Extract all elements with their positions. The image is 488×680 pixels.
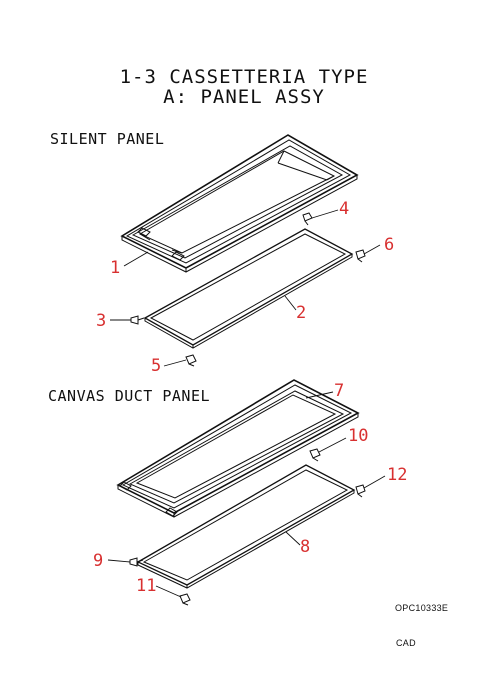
section-canvas-duct-panel: CANVAS DUCT PANEL [48, 387, 211, 405]
clip-11-icon [180, 594, 190, 605]
clip-6-icon [356, 250, 365, 262]
clip-12-icon [356, 485, 365, 497]
clip-3-icon [131, 316, 144, 324]
title-line-1: 1-3 CASSETTERIA TYPE [119, 66, 369, 88]
callout-5: 5 [151, 356, 162, 376]
callout-4: 4 [339, 199, 350, 219]
callout-2: 2 [296, 303, 307, 323]
callout-12: 12 [387, 465, 408, 485]
clip-4-icon [303, 213, 312, 225]
title-line-2: A: PANEL ASSY [163, 86, 325, 108]
cad-label: CAD [396, 638, 416, 648]
section-silent-panel: SILENT PANEL [50, 130, 165, 148]
clip-10-icon [310, 449, 320, 461]
callout-10: 10 [348, 426, 369, 446]
part-7-canvas-duct-frame [118, 380, 358, 517]
callout-1: 1 [110, 258, 121, 278]
part-2-silent-gasket [145, 229, 352, 348]
clip-9-icon [130, 558, 143, 566]
clip-5-icon [186, 355, 196, 366]
callout-3: 3 [96, 311, 107, 331]
part-8-canvas-gasket [138, 465, 354, 588]
callout-9: 9 [93, 551, 104, 571]
leader-lines [108, 210, 385, 597]
callout-8: 8 [300, 537, 311, 557]
callout-6: 6 [384, 235, 395, 255]
part-1-silent-panel-frame [122, 135, 357, 272]
drawing-code: OPC10333E [395, 603, 449, 613]
callout-11: 11 [136, 576, 157, 596]
callout-7: 7 [334, 381, 345, 401]
